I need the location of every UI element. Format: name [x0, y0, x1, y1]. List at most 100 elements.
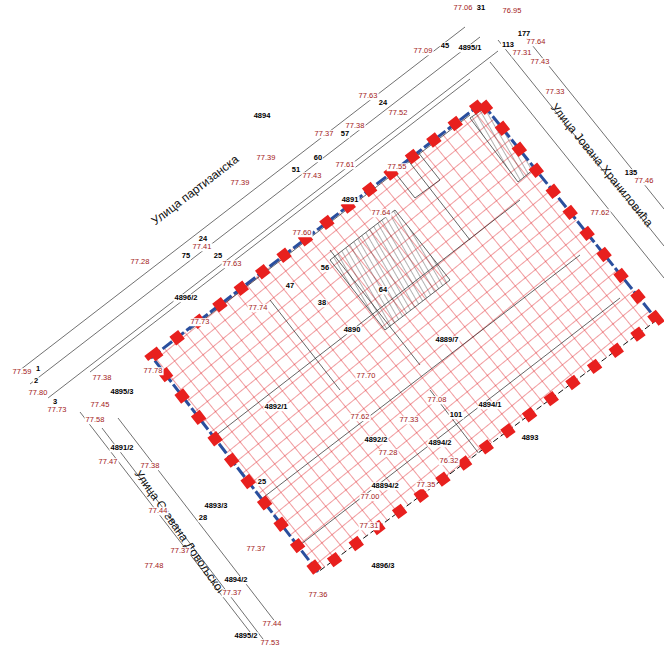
elevation-label: 76.32 [439, 457, 460, 465]
street-name: Улица Стевана Довољског [132, 467, 228, 597]
elevation-label: 77.44 [262, 620, 283, 628]
parcel-number: 4895/2 [234, 632, 259, 640]
parcel-number: 4894/2 [224, 576, 249, 584]
parcel-number: 4894/2 [428, 439, 453, 447]
elevation-label: 77.58 [85, 416, 106, 424]
elevation-label: 77.39 [256, 154, 277, 162]
plot-boundary [152, 103, 657, 572]
parcel-number: 57 [340, 130, 350, 138]
parcel-number: 4891/2 [110, 444, 135, 452]
elevation-label: 77.33 [545, 88, 566, 96]
parcel-number: 4892/2 [364, 436, 389, 444]
parcel-number: 24 [378, 99, 388, 107]
elevation-label: 76.95 [502, 7, 523, 15]
parcel-number: 4893/3 [204, 502, 229, 510]
elevation-label: 77.60 [292, 229, 313, 237]
elevation-label: 77.43 [530, 58, 551, 66]
parcel-number: 4895/3 [110, 388, 135, 396]
parcel-number: 4894/1 [478, 401, 503, 409]
elevation-label: 77.45 [90, 401, 111, 409]
plot-grid [152, 103, 657, 572]
parcel-number: 75 [181, 252, 191, 260]
parcel-number: 4895/1 [458, 44, 483, 52]
elevation-label: 77.59 [12, 368, 33, 376]
elevation-label: 77.43 [302, 172, 323, 180]
elevation-label: 77.28 [130, 258, 151, 266]
elevation-label: 77.09 [413, 47, 434, 55]
elevation-label: 77.38 [92, 374, 113, 382]
parcel-number: 4894 [253, 112, 272, 120]
elevation-label: 77.41 [192, 243, 213, 251]
elevation-label: 77.61 [335, 161, 356, 169]
elevation-label: 77.38 [345, 122, 366, 130]
elevation-label: 77.73 [47, 406, 68, 414]
elevation-label: 77.33 [399, 416, 420, 424]
parcel-number: 60 [313, 154, 323, 162]
parcel-number: 47 [285, 282, 295, 290]
elevation-label: 77.63 [358, 92, 379, 100]
elevation-label: 77.08 [427, 396, 448, 404]
elevation-label: 77.37 [246, 545, 267, 553]
elevation-label: 77.62 [590, 209, 611, 217]
building-outlines [190, 100, 620, 545]
elevation-label: 77.38 [140, 462, 161, 470]
elevation-label: 77.63 [222, 260, 243, 268]
parcel-number: 4896/3 [371, 562, 396, 570]
elevation-label: 77.39 [230, 179, 251, 187]
parcel-number: 24 [198, 235, 208, 243]
elevation-label: 77.31 [512, 49, 533, 57]
parcel-number: 51 [291, 166, 301, 174]
parcel-number: 4890 [343, 326, 362, 334]
elevation-label: 77.37 [314, 130, 335, 138]
parcel-number: 45 [440, 42, 450, 50]
parcel-number: 4896/2 [174, 294, 199, 302]
elevation-label: 77.44 [148, 507, 169, 515]
parcel-number: 1 [35, 365, 41, 373]
parcel-number: 56 [320, 264, 330, 272]
parcel-number: 101 [449, 411, 464, 419]
parcel-number: 28 [198, 514, 208, 522]
elevation-label: 77.80 [28, 389, 49, 397]
street-lines [20, 27, 664, 643]
parcel-number: 4889/7 [435, 336, 460, 344]
elevation-label: 77.00 [360, 493, 381, 501]
elevation-label: 77.64 [371, 209, 392, 217]
elevation-label: 77.53 [260, 639, 281, 647]
elevation-label: 77.37 [170, 547, 191, 555]
elevation-label: 77.37 [222, 589, 243, 597]
elevation-label: 77.78 [143, 367, 164, 375]
parcel-number: 4892/1 [264, 403, 289, 411]
elevation-label: 77.74 [248, 304, 269, 312]
elevation-label: 77.28 [378, 449, 399, 457]
parcel-number: 38 [317, 299, 327, 307]
parcel-number: 177 [517, 30, 532, 38]
parcel-number: 25 [213, 252, 223, 260]
elevation-label: 77.31 [359, 522, 380, 530]
elevation-label: 77.06 [453, 4, 474, 12]
elevation-label: 77.46 [634, 177, 655, 185]
elevation-label: 77.52 [388, 109, 409, 117]
elevation-label: 77.35 [416, 481, 437, 489]
street-name: Улица партизанска [148, 152, 241, 228]
elevation-label: 77.47 [98, 458, 119, 466]
elevation-label: 77.64 [526, 38, 547, 46]
elevation-label: 77.36 [308, 591, 329, 599]
parcel-number: 48894/2 [370, 482, 399, 490]
elevation-label: 77.70 [356, 372, 377, 380]
parcel-number: 4891 [341, 196, 360, 204]
elevation-label: 77.62 [350, 413, 371, 421]
elevation-label: 77.55 [387, 163, 408, 171]
elevation-label: 77.48 [144, 562, 165, 570]
parcel-number: 2 [33, 377, 39, 385]
elevation-label: 77.73 [190, 318, 211, 326]
parcel-number: 113 [501, 41, 515, 49]
parcel-number: 64 [378, 286, 388, 294]
parcel-number: 135 [624, 169, 639, 177]
parcel-number: 3 [52, 398, 58, 406]
parcel-number: 31 [476, 4, 486, 12]
parcel-number: 4893 [521, 434, 540, 442]
parcel-number: 25 [257, 478, 267, 486]
